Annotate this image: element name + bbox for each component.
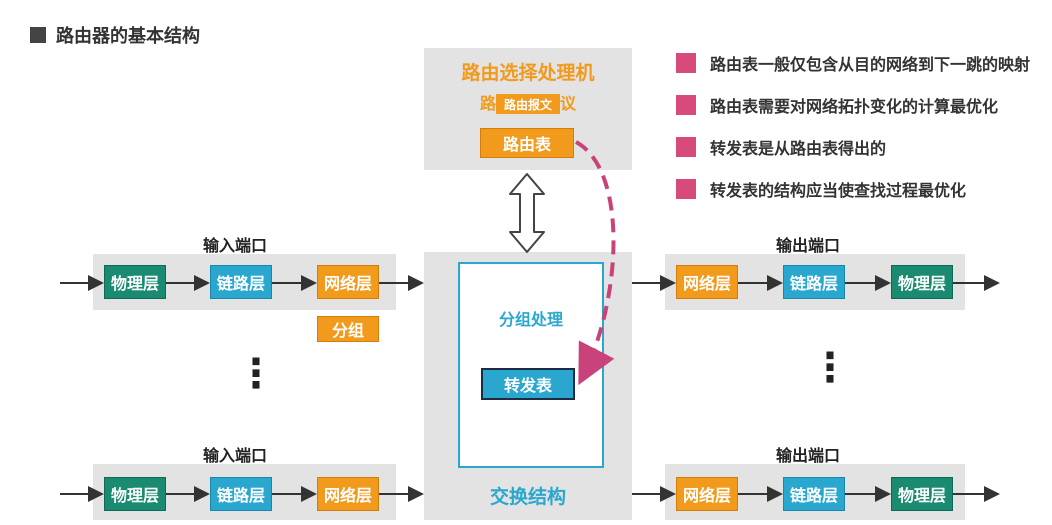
routing-table-box: 路由表 <box>480 128 574 158</box>
routing-processor-title: 路由选择处理机 <box>461 62 595 84</box>
input-port-label-bottom: 输入端口 <box>203 446 268 465</box>
output-network-layer-bottom: 网络层 <box>676 477 738 511</box>
header-square-icon <box>30 27 46 43</box>
input-physical-layer-bottom: 物理层 <box>104 477 166 511</box>
output-port-label-bottom: 输出端口 <box>776 446 841 465</box>
output-physical-layer-bottom: 物理层 <box>891 477 953 511</box>
output-ellipsis: ⋮ <box>810 345 850 391</box>
input-link-layer-top: 链路层 <box>210 265 272 299</box>
input-port-label-top: 输入端口 <box>203 236 268 255</box>
bullet-list: 路由表一般仅包含从目的网络到下一跳的映射 路由表需要对网络拓扑变化的计算最优化 … <box>676 52 1052 220</box>
bullet-text: 转发表是从路由表得出的 <box>710 139 887 158</box>
output-network-layer-top: 网络层 <box>676 265 738 299</box>
bullet-item: 转发表的结构应当使查找过程最优化 <box>676 178 1052 200</box>
input-network-layer-bottom: 网络层 <box>317 477 379 511</box>
bullet-square-icon <box>676 137 696 157</box>
bullet-text: 转发表的结构应当使查找过程最优化 <box>710 181 967 200</box>
output-link-layer-bottom: 链路层 <box>783 477 845 511</box>
input-network-layer-top: 网络层 <box>317 265 379 299</box>
bidirectional-arrow <box>509 173 545 253</box>
routing-message-badge: 路由报文 <box>496 94 560 114</box>
bullet-item: 路由表一般仅包含从目的网络到下一跳的映射 <box>676 52 1052 74</box>
bullet-text: 路由表一般仅包含从目的网络到下一跳的映射 <box>710 55 1031 74</box>
section-title: 路由器的基本结构 <box>56 26 200 47</box>
bullet-item: 路由表需要对网络拓扑变化的计算最优化 <box>676 94 1052 116</box>
input-physical-layer-top: 物理层 <box>104 265 166 299</box>
bullet-square-icon <box>676 53 696 73</box>
forwarding-table-box: 转发表 <box>481 368 575 400</box>
bullet-text: 路由表需要对网络拓扑变化的计算最优化 <box>710 97 999 116</box>
bullet-square-icon <box>676 179 696 199</box>
packet-processing-frame <box>458 262 604 468</box>
section-header: 路由器的基本结构 <box>30 22 200 48</box>
input-link-layer-bottom: 链路层 <box>210 477 272 511</box>
input-ellipsis: ⋮ <box>236 351 276 397</box>
output-link-layer-top: 链路层 <box>783 265 845 299</box>
bullet-square-icon <box>676 95 696 115</box>
output-physical-layer-top: 物理层 <box>891 265 953 299</box>
switch-fabric-label: 交换结构 <box>489 486 566 508</box>
bullet-item: 转发表是从路由表得出的 <box>676 136 1052 158</box>
packet-box: 分组 <box>317 316 379 342</box>
packet-processing-label: 分组处理 <box>498 310 563 329</box>
output-port-label-top: 输出端口 <box>776 236 841 255</box>
